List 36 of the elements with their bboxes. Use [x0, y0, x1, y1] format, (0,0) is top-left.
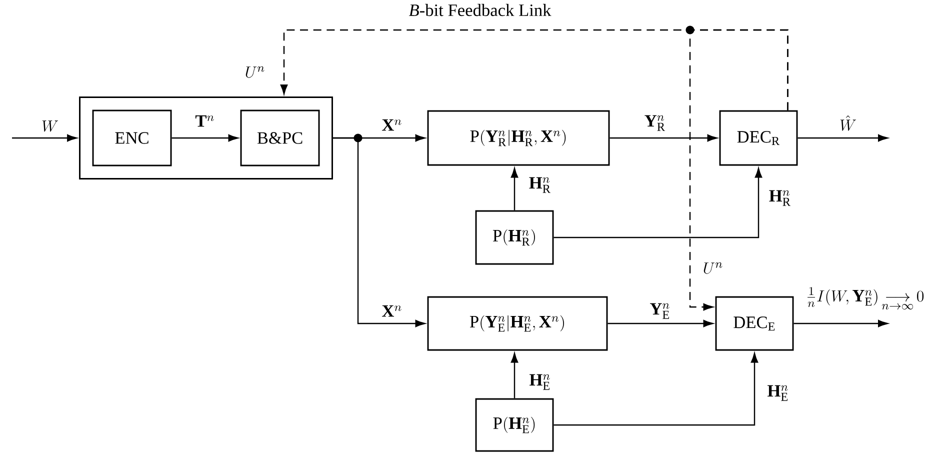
arrow [554, 352, 758, 426]
block-box: B&PC [240, 110, 320, 166]
decoder-box: $\mathrm{DEC}_{\mathrm{E}}$ [715, 296, 794, 351]
edge-label: $\mathbf{H}^n_{\mathrm{R}}$ [769, 190, 790, 206]
channel-box: $\mathrm{P}(\mathbf{Y}^n_{\mathrm{E}}|\mathbf{H}^n_{\mathrm{E}},\mathbf{X}^n)$ [427, 296, 608, 351]
decoder-box: $\mathrm{DEC}_{\mathrm{R}}$ [719, 110, 798, 166]
arrow [608, 320, 714, 328]
edge-label: $\hat{W}$ [840, 115, 856, 131]
arrow [172, 134, 238, 142]
edge-label: $U^n$ [704, 262, 722, 274]
arrow [798, 134, 888, 142]
edge-label: $U^n$ [246, 66, 264, 78]
block-box: $\mathrm{P}(\mathbf{H}^n_{\mathrm{E}})$ [475, 398, 554, 452]
edge-label: $\mathbf{X}^n$ [382, 119, 402, 131]
arrow [554, 168, 762, 238]
edge-label: $W$ [42, 120, 58, 132]
arrow [610, 134, 718, 142]
link-label: B-bit Feedback Link [408, 4, 552, 16]
arrow [794, 320, 888, 328]
arrow [510, 352, 518, 398]
edge-label: $\mathbf{H}^n_{\mathrm{E}}$ [768, 385, 788, 401]
arrow [12, 134, 77, 142]
edge-label: $\mathbf{H}^n_{\mathrm{R}}$ [529, 177, 550, 193]
arrow [332, 137, 426, 328]
edge-label: $\mathbf{H}^n_{\mathrm{E}}$ [530, 374, 550, 390]
channel-box: $\mathrm{P}(\mathbf{Y}^n_{\mathrm{R}}|\mathbf{H}^n_{\mathrm{R}},\mathbf{X}^n)$ [427, 110, 610, 166]
edge-label: $\frac{1}{n}I(W,\mathbf{Y}^n_{\mathrm{E}})\mathop{\longrightarrow}\limits_{n\to\infty}0$ [808, 287, 924, 310]
edge-label: $\mathbf{T}^n$ [195, 115, 214, 127]
block-box: ENC [92, 110, 172, 166]
edge-label: $\mathbf{Y}^n_{\mathrm{R}}$ [644, 115, 665, 131]
edge-label: $\mathbf{Y}^n_{\mathrm{E}}$ [650, 303, 670, 319]
dashed-arrow [689, 29, 788, 311]
edge-label: $\mathbf{X}^n$ [382, 305, 402, 317]
block-box: $\mathrm{P}(\mathbf{H}^n_{\mathrm{R}})$ [475, 210, 554, 265]
arrow [510, 168, 518, 210]
encoder-block [79, 96, 333, 180]
